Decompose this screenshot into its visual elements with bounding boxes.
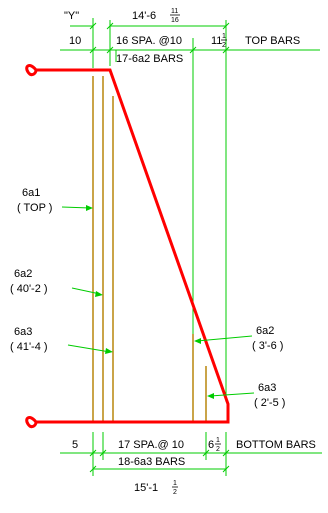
- label-6a1-note: ( TOP ): [17, 202, 52, 214]
- label-top-right-frac-num: 1: [222, 33, 226, 40]
- top-dimensions: [60, 22, 320, 62]
- label-top-overall-frac-num: 11: [171, 8, 178, 15]
- label-bottom-right-whole: 6: [208, 439, 214, 451]
- section-outline: [25, 64, 230, 429]
- label-bottom-overall: 15'-1: [134, 482, 158, 494]
- label-y-dim: "Y": [64, 10, 79, 22]
- label-bottom-right-frac-num: 1: [216, 437, 220, 444]
- label-6a2-right: 6a2: [256, 325, 274, 337]
- label-top-left-10: 10: [69, 35, 81, 47]
- label-top-overall: 14'-6: [132, 10, 156, 22]
- label-6a3-right: 6a3: [258, 382, 276, 394]
- label-top-right-whole: 11: [211, 35, 222, 47]
- leader-arrows: [61, 205, 255, 399]
- label-bottom-bars-count: 18-6a3 BARS: [118, 456, 185, 468]
- label-top-bars-count: 17-6a2 BARS: [116, 53, 183, 65]
- fraction-bars: [170, 14, 227, 488]
- label-top-spacing: 16 SPA. @10: [116, 35, 182, 47]
- label-bottom-spacing: 17 SPA.@ 10: [118, 439, 184, 451]
- label-bottom-left-5: 5: [72, 439, 78, 451]
- label-bottom-bars: BOTTOM BARS: [236, 439, 316, 451]
- label-6a3-left-len: ( 41'-4 ): [10, 341, 48, 353]
- label-bottom-right-frac-den: 2: [216, 446, 220, 453]
- label-top-bars: TOP BARS: [245, 35, 300, 47]
- bottom-labels: 5 17 SPA.@ 10 6 1 2 BOTTOM BARS 18-6a3 B…: [72, 437, 316, 496]
- rebar-bars: [92, 76, 207, 421]
- label-6a2-left: 6a2: [14, 268, 32, 280]
- label-6a1: 6a1: [22, 187, 40, 199]
- label-bottom-overall-frac-num: 1: [173, 480, 177, 487]
- label-6a2-right-len: ( 3'-6 ): [252, 340, 283, 352]
- bar-mark-labels: 6a1 ( TOP ) 6a2 ( 40'-2 ) 6a3 ( 41'-4 ) …: [10, 187, 285, 409]
- label-top-right-frac-den: 2: [222, 42, 226, 49]
- bottom-dimensions: [60, 449, 322, 473]
- label-6a3-left: 6a3: [14, 326, 32, 338]
- label-top-overall-frac-den: 16: [171, 17, 179, 24]
- top-labels: "Y" 14'-6 11 16 10 16 SPA. @10 11 1 2 TO…: [64, 8, 300, 65]
- label-bottom-overall-frac-den: 2: [173, 489, 177, 496]
- label-6a2-left-len: ( 40'-2 ): [10, 283, 48, 295]
- label-6a3-right-len: ( 2'-5 ): [254, 397, 285, 409]
